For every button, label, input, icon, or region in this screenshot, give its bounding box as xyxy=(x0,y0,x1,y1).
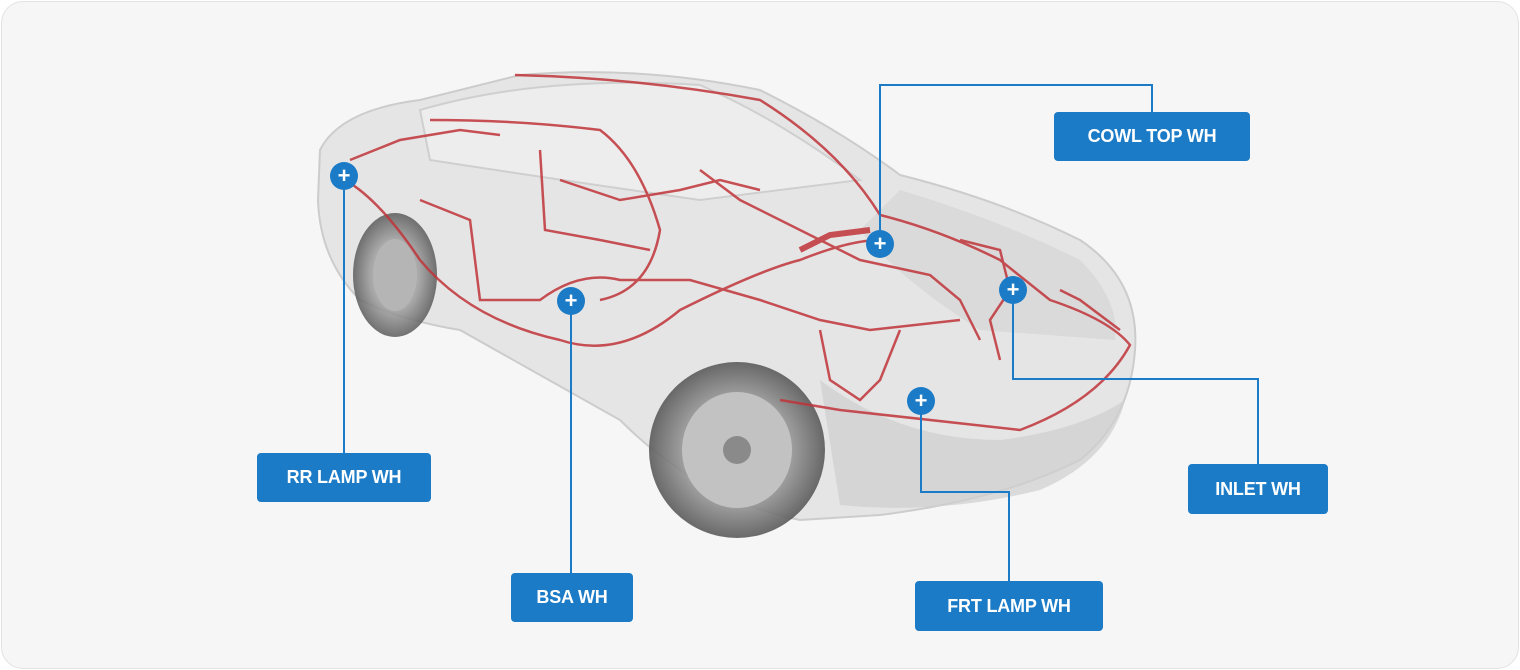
wiring-harness xyxy=(344,73,1132,432)
plus-icon: + xyxy=(337,163,351,188)
wheels xyxy=(353,213,825,538)
label-button-inlet[interactable]: INLET WH xyxy=(1188,464,1328,514)
plus-icon: + xyxy=(873,231,887,256)
hotspot-marker-rr-lamp[interactable]: + xyxy=(330,162,358,190)
hotspot-marker-cowl-top[interactable]: + xyxy=(866,230,894,258)
label-button-cowl-top[interactable]: COWL TOP WH xyxy=(1054,112,1250,161)
plus-icon: + xyxy=(564,288,578,313)
leader-lines xyxy=(343,84,1259,581)
label-button-rr-lamp[interactable]: RR LAMP WH xyxy=(257,453,431,502)
label-button-bsa[interactable]: BSA WH xyxy=(511,573,633,622)
hotspot-marker-frt-lamp[interactable]: + xyxy=(907,387,935,415)
plus-icon: + xyxy=(1006,277,1020,302)
plus-icon: + xyxy=(914,388,928,413)
hotspot-marker-bsa[interactable]: + xyxy=(557,287,585,315)
hotspot-marker-inlet[interactable]: + xyxy=(999,276,1027,304)
label-button-frt-lamp[interactable]: FRT LAMP WH xyxy=(915,581,1103,631)
